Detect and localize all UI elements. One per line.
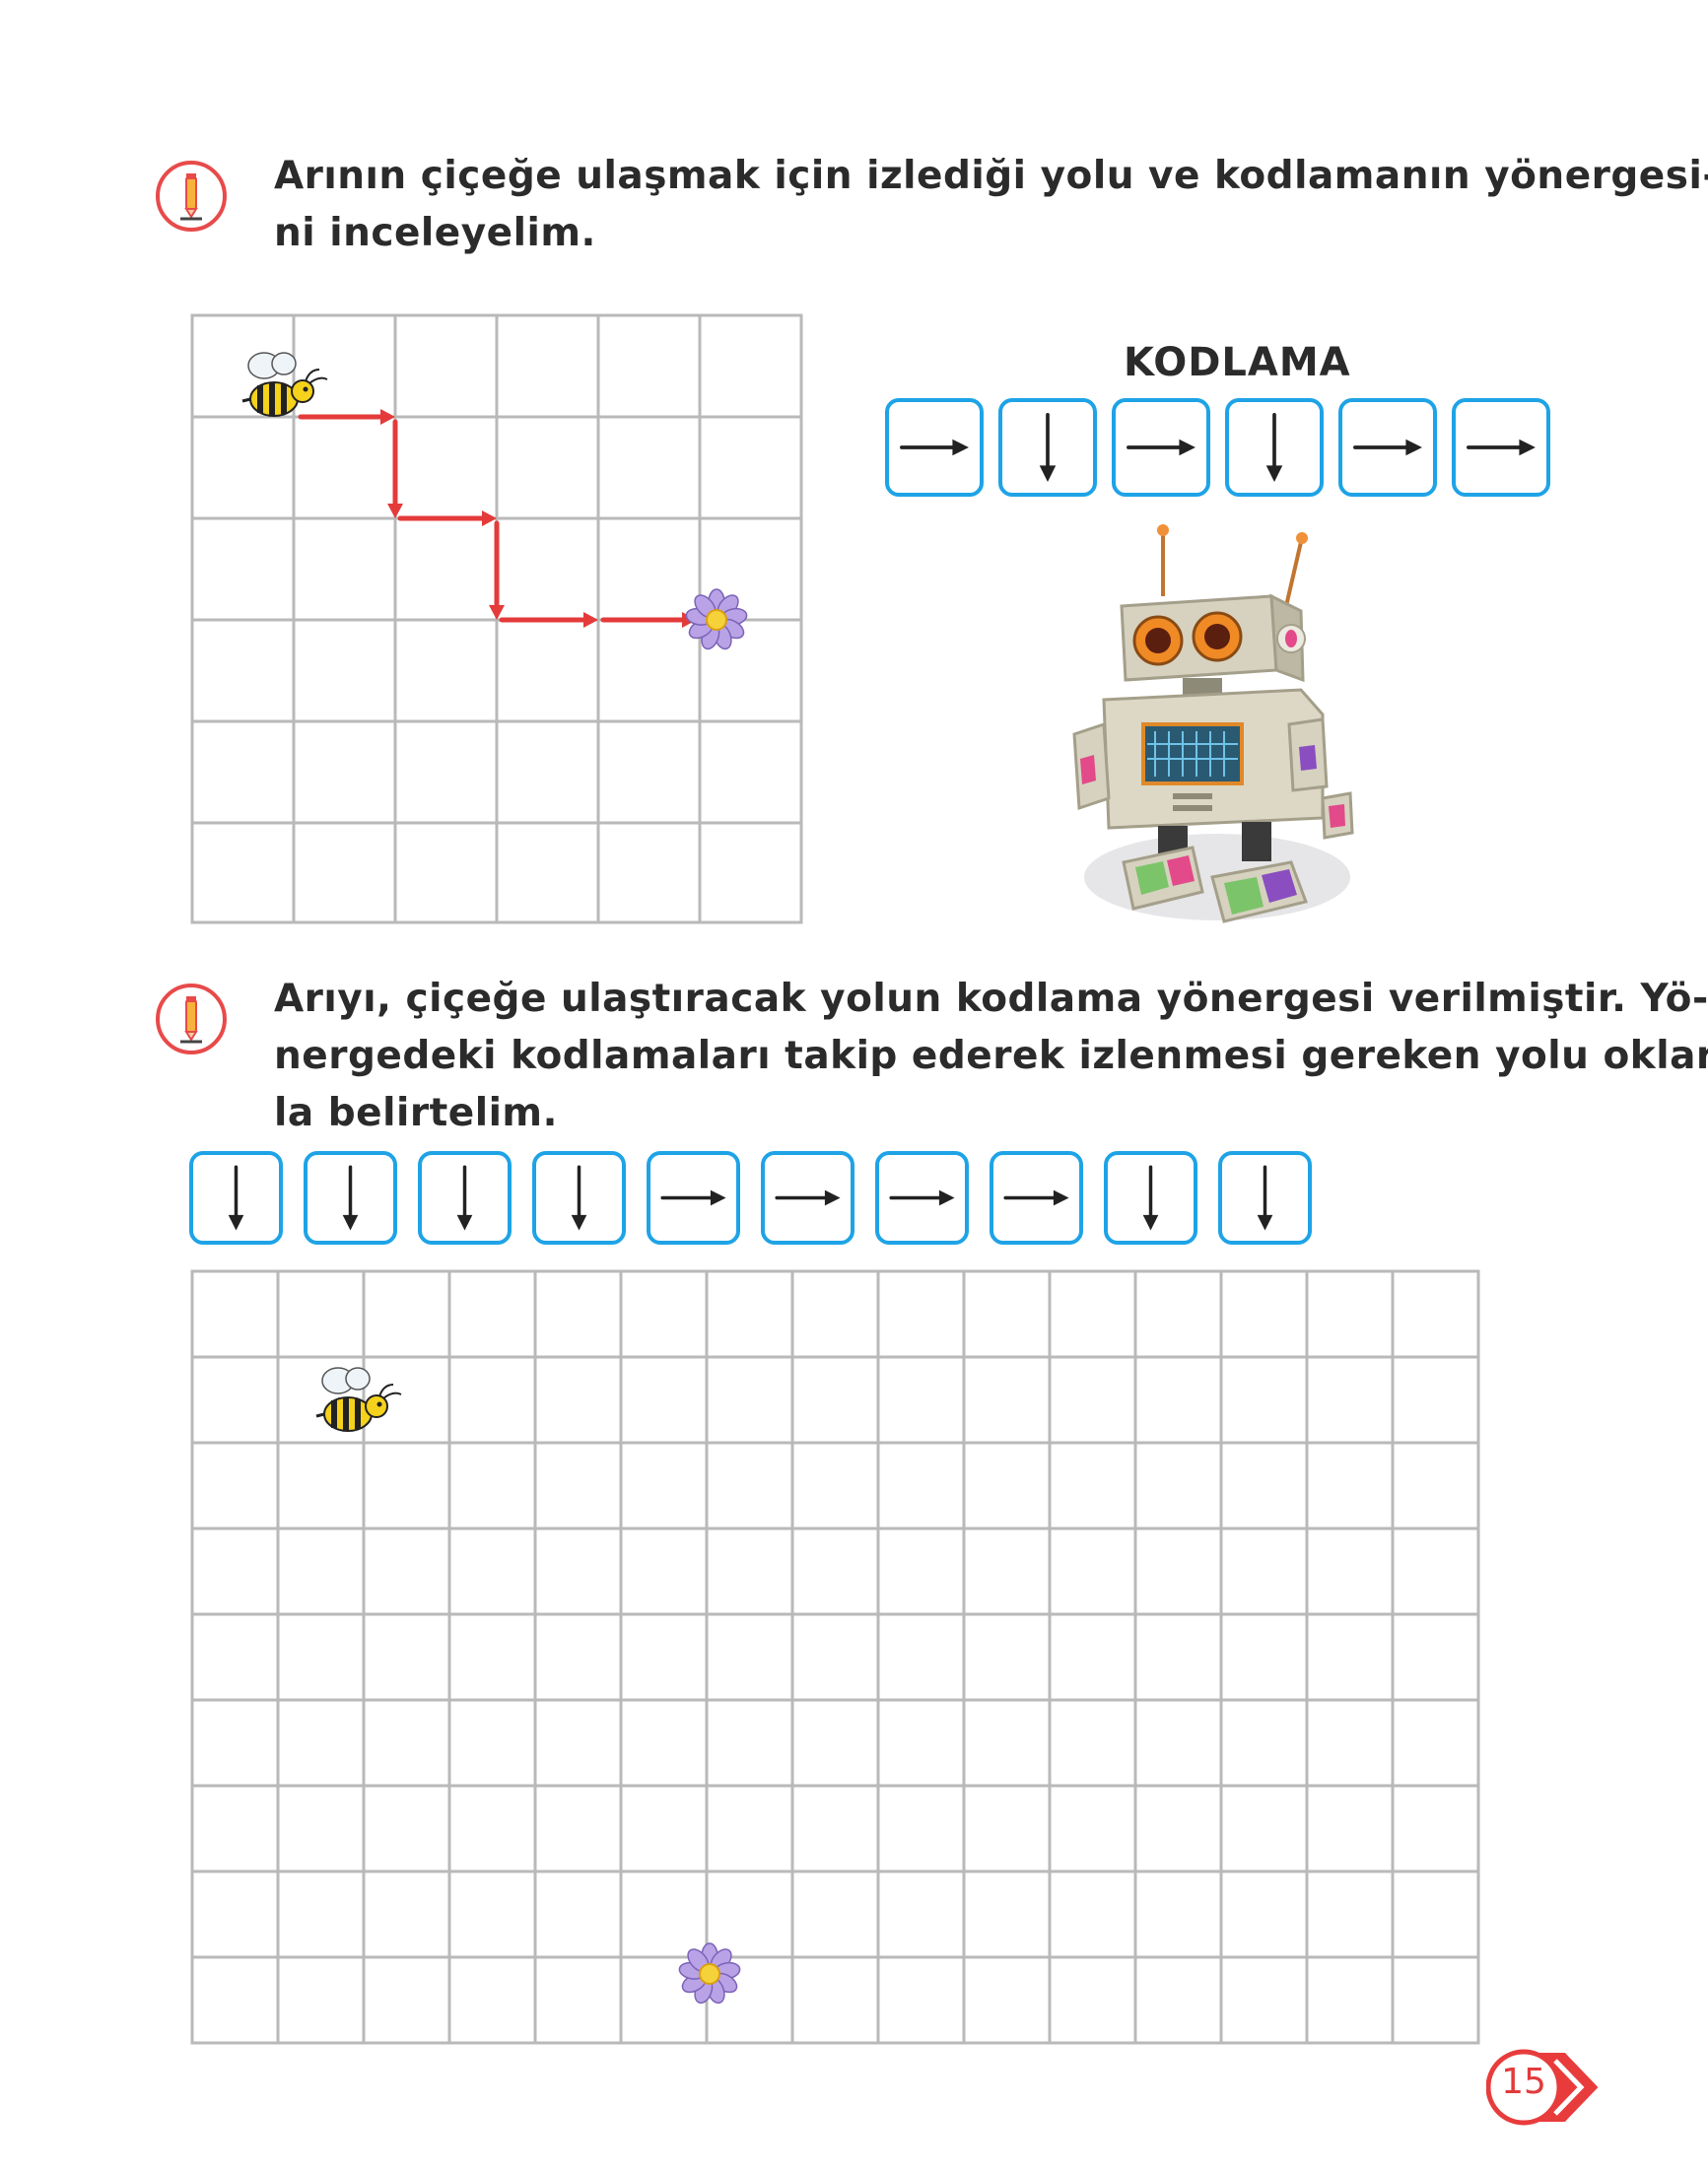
section1-instruction: Arının çiçeğe ulaşmak için izlediği yolu… — [274, 148, 1708, 262]
info-pencil-icon — [156, 161, 227, 232]
code-box-right — [1112, 398, 1210, 497]
page-number: 15 — [1501, 2062, 1546, 2102]
instruction-line: la belirtelim. — [274, 1091, 558, 1135]
arrow-down-icon — [456, 1165, 473, 1231]
code-box-down — [1218, 1151, 1312, 1245]
page-badge-icon — [1486, 2049, 1599, 2126]
arrow-down-icon — [1142, 1165, 1159, 1231]
instruction-line: ni inceleyelim. — [274, 211, 596, 255]
arrow-down-icon — [571, 1165, 587, 1231]
instruction-line: Arının çiçeğe ulaşmak için izlediği yolu… — [274, 154, 1708, 198]
section2-instruction: Arıyı, çiçeğe ulaştıracak yolun kodlama … — [274, 971, 1708, 1142]
arrow-down-icon — [342, 1165, 359, 1231]
robot-illustration — [1072, 524, 1354, 923]
arrow-down-icon — [1257, 1165, 1273, 1231]
arrow-down-icon — [1039, 413, 1057, 482]
instruction-line: Arıyı, çiçeğe ulaştıracak yolun kodlama … — [274, 977, 1708, 1021]
code-box-down — [1104, 1151, 1197, 1245]
arrow-down-icon — [1265, 413, 1283, 482]
arrow-right-icon — [775, 1189, 841, 1206]
arrow-right-icon — [1467, 439, 1536, 456]
example-grid — [190, 313, 803, 924]
flower-icon — [678, 1942, 741, 2004]
code-box-right — [885, 398, 984, 497]
code-box-right — [761, 1151, 854, 1245]
bee-icon — [315, 1367, 402, 1432]
code-box-down — [418, 1151, 512, 1245]
arrow-down-icon — [228, 1165, 244, 1231]
info-pencil-icon — [156, 984, 227, 1054]
arrow-right-icon — [900, 439, 969, 456]
arrow-right-icon — [660, 1189, 726, 1206]
code-box-right — [1338, 398, 1437, 497]
bee-icon — [241, 352, 328, 417]
code-box-right — [875, 1151, 969, 1245]
coding-title: KODLAMA — [1124, 340, 1351, 385]
arrow-right-icon — [1127, 439, 1196, 456]
exercise-grid[interactable] — [187, 1266, 1484, 2065]
code-box-right — [990, 1151, 1083, 1245]
code-box-down — [998, 398, 1097, 497]
code-box-right — [647, 1151, 740, 1245]
instruction-line: nergedeki kodlamaları takip ederek izlen… — [274, 1034, 1708, 1078]
arrow-right-icon — [889, 1189, 955, 1206]
code-box-down — [532, 1151, 626, 1245]
arrow-right-icon — [1003, 1189, 1069, 1206]
code-box-down — [304, 1151, 397, 1245]
arrow-right-icon — [1353, 439, 1422, 456]
code-box-down — [1225, 398, 1324, 497]
code-box-right — [1452, 398, 1550, 497]
code-box-down — [189, 1151, 283, 1245]
flower-icon — [685, 588, 748, 650]
